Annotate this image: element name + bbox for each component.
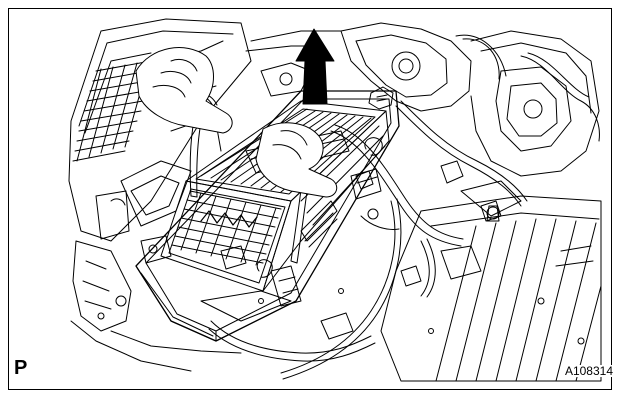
line-drawing	[68, 18, 602, 382]
front-cell-grid	[171, 190, 282, 266]
diagram-frame	[8, 8, 612, 390]
misc-details	[110, 198, 594, 345]
technician-hands	[135, 47, 338, 198]
figure-id-label: A108314	[562, 364, 615, 378]
upper-right-mechanism	[245, 22, 600, 177]
left-vent-grid	[72, 60, 152, 162]
right-floor-panel	[380, 180, 602, 382]
figure-corner-letter: P	[14, 357, 28, 379]
arrow-up-icon	[295, 28, 335, 105]
